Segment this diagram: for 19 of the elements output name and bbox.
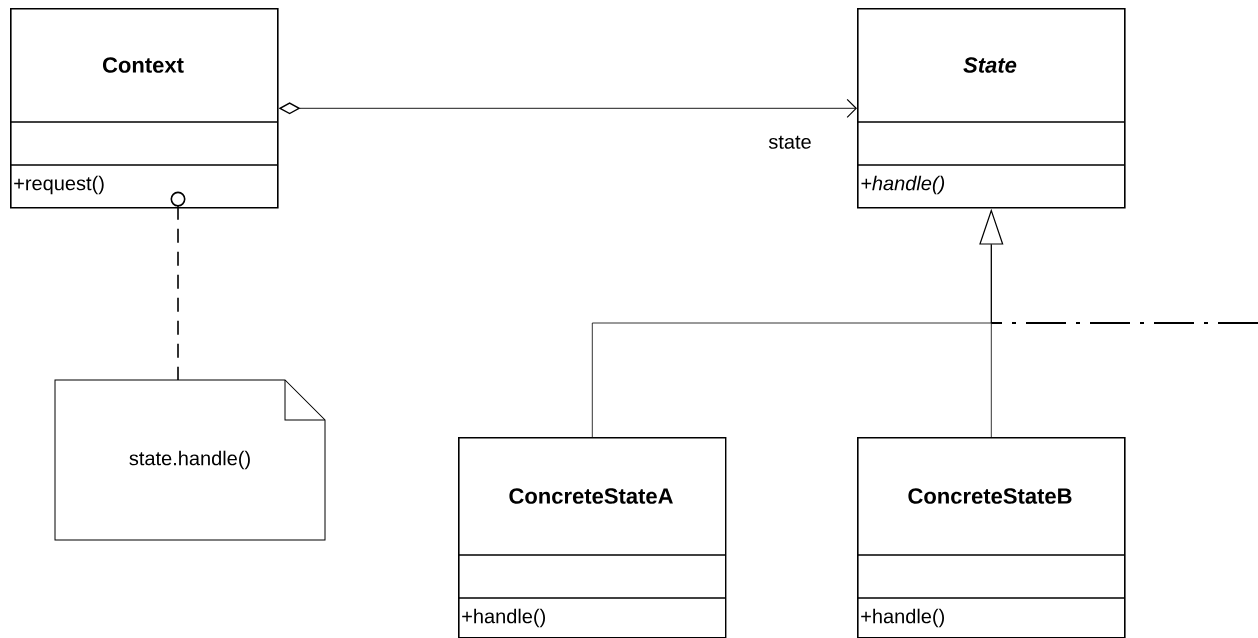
class-box — [9, 8, 279, 209]
class-name: Context — [102, 57, 184, 73]
method-text: +handle() — [861, 608, 944, 628]
edge-label: state — [767, 134, 813, 150]
note-box — [54, 379, 326, 541]
class-name: ConcreteStateA — [509, 488, 673, 504]
method-text: +handle() — [462, 608, 545, 628]
class-box — [457, 437, 727, 638]
connector-line — [591, 322, 992, 438]
note-text: state.handle() — [129, 450, 250, 470]
class-name: ConcreteStateB — [908, 488, 1072, 504]
method-text: +handle() — [861, 175, 945, 195]
class-box — [856, 437, 1126, 638]
method-text: +request() — [14, 175, 104, 195]
class-name: State — [963, 57, 1017, 73]
connector-line — [991, 321, 1258, 325]
connector-line — [990, 322, 992, 438]
class-box — [856, 8, 1126, 209]
note-connector — [170, 191, 186, 381]
